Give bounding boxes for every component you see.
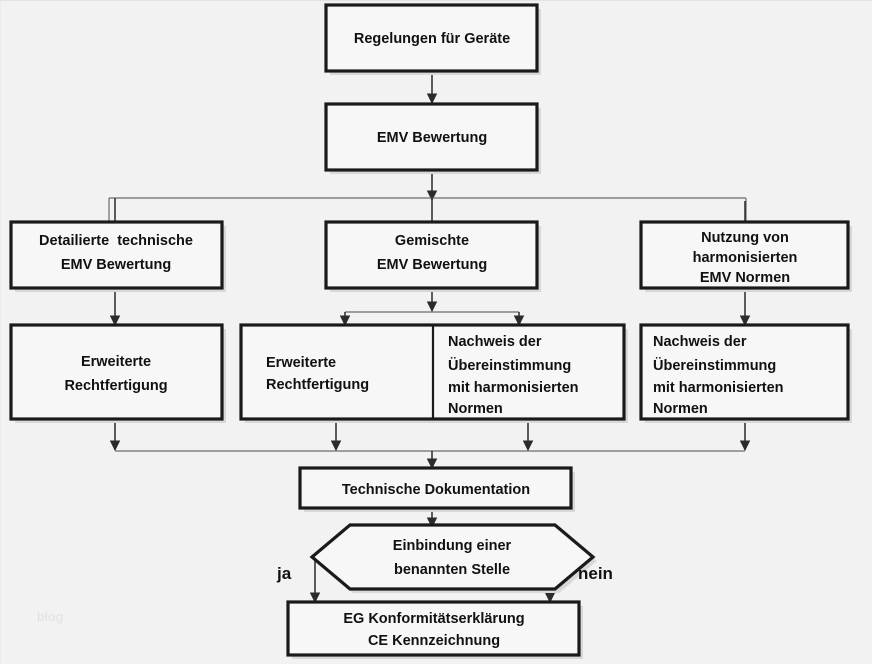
node-technical-documentation-label: Technische Dokumentation [342,482,530,498]
node-extended-justification-left-line2: Rechtfertigung [64,378,167,394]
node-conformity-proof-right-line2: Übereinstimmung [653,357,776,374]
node-declaration-of-conformity[interactable]: EG Konformitätserklärung CE Kennzeichnun… [286,600,583,659]
edge-label-yes: ja [276,564,292,583]
node-use-harmonised-standards-line1: Nutzung von [701,230,789,246]
node-mixed-assessment[interactable]: Gemischte EMV Bewertung [324,220,541,292]
node-extended-justification-left-line1: Erweiterte [81,354,151,370]
node-technical-documentation[interactable]: Technische Dokumentation [298,466,575,512]
node-use-harmonised-standards[interactable]: Nutzung von harmonisierten EMV Normen [639,220,852,292]
node-emv-bewertung-label: EMV Bewertung [377,130,487,146]
node-mixed-result-split-box[interactable]: Erweiterte Rechtfertigung Nachweis der Ü… [239,323,628,423]
node-root-label: Regelungen für Geräte [354,31,510,47]
node-detailed-technical-assessment-line2: EMV Bewertung [61,257,171,273]
blog-watermark: blog [37,609,64,624]
node-mixed-assessment-line2: EMV Bewertung [377,257,487,273]
node-use-harmonised-standards-line3: EMV Normen [700,270,790,286]
node-detailed-technical-assessment[interactable]: Detailierte technische EMV Bewertung [9,220,226,292]
node-mixed-result-right-line4: Normen [448,401,503,417]
node-conformity-proof-right-line3: mit harmonisierten [653,380,784,396]
node-conformity-proof-right-line4: Normen [653,401,708,417]
node-declaration-line1: EG Konformitätserklärung [343,611,524,627]
node-emv-bewertung[interactable]: EMV Bewertung [324,102,541,174]
node-decision-line1: Einbindung einer [393,538,512,554]
node-mixed-result-right-line2: Übereinstimmung [448,357,571,374]
node-mixed-result-left-line2: Rechtfertigung [266,377,369,393]
decision-hexagon [309,523,596,591]
node-root[interactable]: Regelungen für Geräte [324,3,541,75]
node-decision-notified-body[interactable]: Einbindung einer benannten Stelle [309,523,597,593]
node-decision-line2: benannten Stelle [394,562,510,578]
node-mixed-result-right-line3: mit harmonisierten [448,380,579,396]
node-conformity-proof-right-line1: Nachweis der [653,334,747,350]
node-mixed-result-right-line1: Nachweis der [448,334,542,350]
node-extended-justification-left[interactable]: Erweiterte Rechtfertigung [9,323,226,423]
node-conformity-proof-right[interactable]: Nachweis der Übereinstimmung mit harmoni… [639,323,852,423]
node-mixed-assessment-line1: Gemischte [395,233,469,249]
node-use-harmonised-standards-line2: harmonisierten [693,250,798,266]
edge-label-no: nein [578,564,613,583]
node-mixed-result-left-line1: Erweiterte [266,355,336,371]
node-detailed-technical-assessment-line1: Detailierte technische [39,233,193,249]
node-declaration-line2: CE Kennzeichnung [368,633,500,649]
